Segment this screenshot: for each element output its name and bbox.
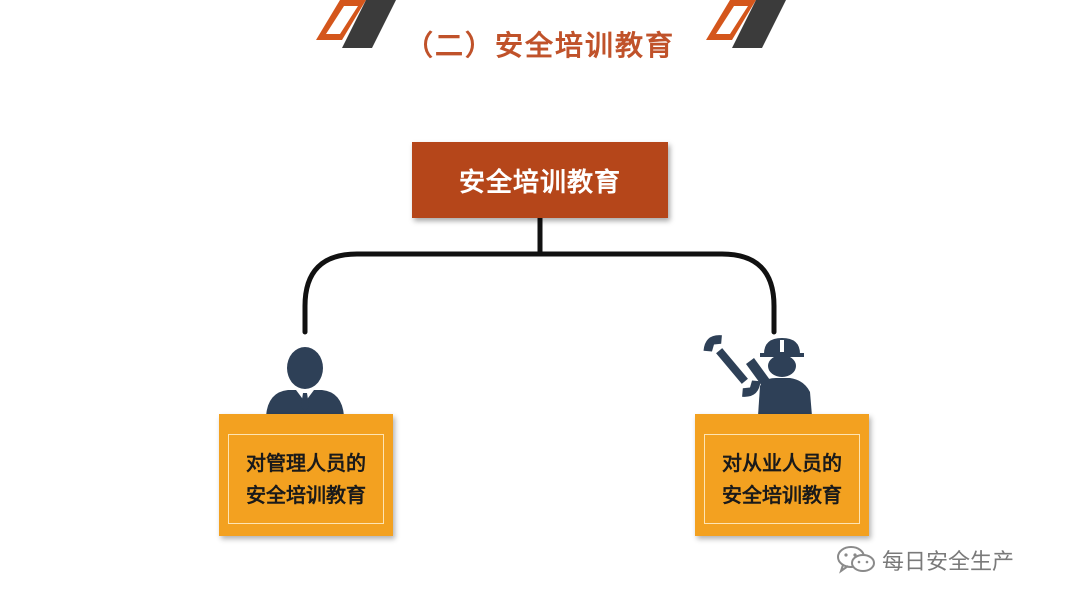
child-node-managers-line2: 安全培训教育 — [246, 483, 366, 507]
child-node-managers-line1: 对管理人员的 — [246, 451, 366, 475]
child-node-managers: 对管理人员的 安全培训教育 — [219, 414, 393, 536]
child-node-workers: 对从业人员的 安全培训教育 — [695, 414, 869, 536]
root-node-label: 安全培训教育 — [458, 167, 621, 198]
page-title: （二）安全培训教育 — [404, 29, 675, 62]
child-node-workers-line2: 安全培训教育 — [722, 483, 842, 507]
child-node-workers-text: 对从业人员的 安全培训教育 — [704, 434, 860, 524]
watermark-text: 每日安全生产 — [882, 550, 1015, 575]
title-decoration-left — [316, 0, 396, 48]
root-node: 安全培训教育 — [412, 142, 668, 218]
worker-icon — [703, 335, 812, 416]
wechat-icon — [837, 546, 875, 574]
watermark: 每日安全生产 — [836, 544, 1014, 576]
manager-icon — [266, 347, 344, 416]
child-node-managers-text: 对管理人员的 安全培训教育 — [228, 434, 384, 524]
title-decoration-right — [706, 0, 786, 48]
child-node-workers-line1: 对从业人员的 — [722, 451, 842, 475]
